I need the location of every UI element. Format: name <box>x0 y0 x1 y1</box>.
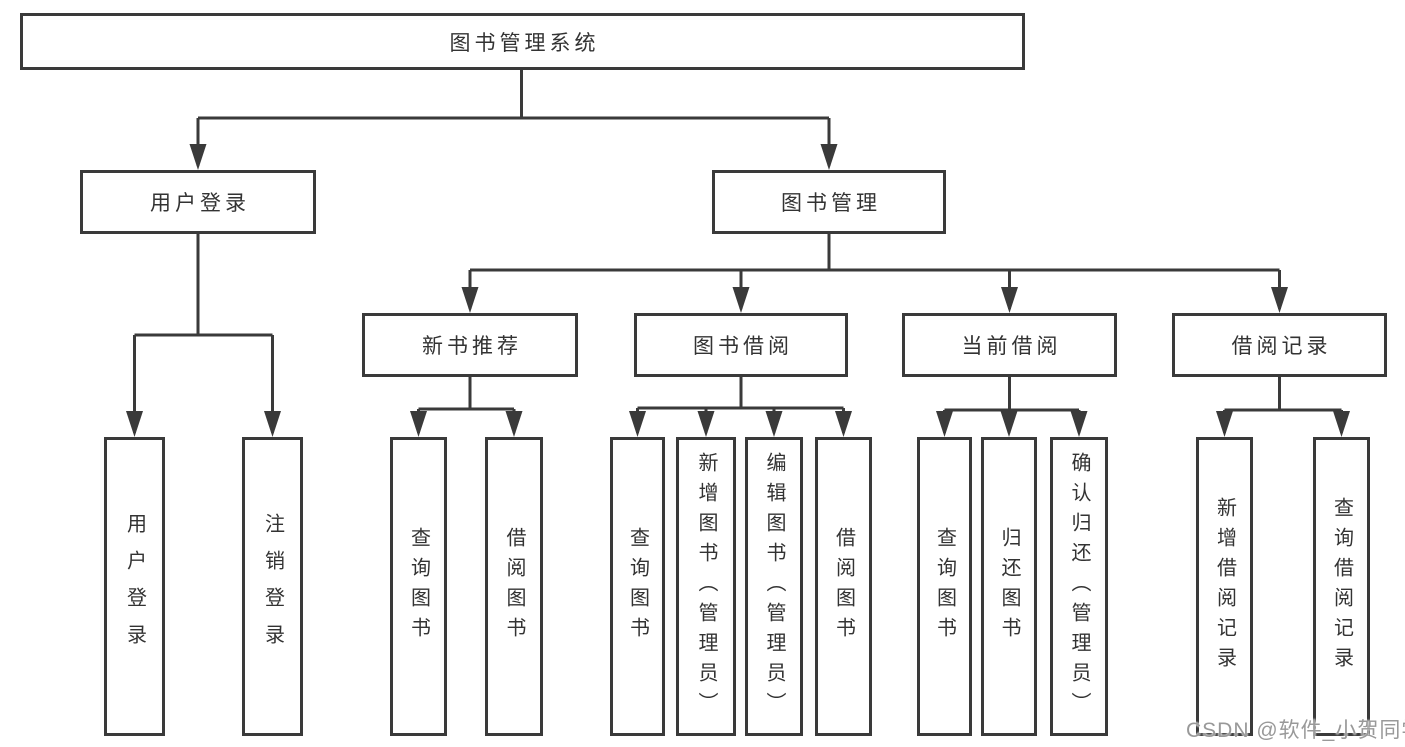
leaf-cb-confirm-return-admin: 确认归还（管理员） <box>1050 437 1108 736</box>
connector-currentborrow-children <box>943 377 1081 433</box>
leaf-cb-query-books: 查询图书 <box>917 437 972 736</box>
leaf-bb-edit-books-admin-label: 编辑图书（管理员） <box>763 451 785 722</box>
node-book-borrow: 图书借阅 <box>634 313 848 377</box>
arrowhead <box>629 411 646 437</box>
leaf-logout: 注销登录 <box>242 437 303 736</box>
connector-bookborrow-children <box>636 377 845 433</box>
arrowhead <box>410 411 427 437</box>
node-new-book-recommend: 新书推荐 <box>362 313 578 377</box>
leaf-logout-label: 注销登录 <box>261 512 284 661</box>
leaf-br-add-record-label: 新增借阅记录 <box>1213 496 1236 677</box>
leaf-rec-borrow-books: 借阅图书 <box>485 437 543 736</box>
leaf-bb-add-books-admin: 新增图书（管理员） <box>676 437 736 736</box>
connector-borrowrecords-children <box>1223 377 1343 433</box>
node-borrow-records-label: 借阅记录 <box>1231 335 1332 358</box>
arrowhead <box>936 411 953 437</box>
node-user-login: 用户登录 <box>80 170 316 234</box>
node-book-management-label: 图书管理 <box>781 192 881 215</box>
leaf-bb-query-books: 查询图书 <box>610 437 665 736</box>
node-book-borrow-label: 图书借阅 <box>693 335 793 358</box>
node-book-management: 图书管理 <box>712 170 946 234</box>
arrowhead <box>461 287 479 313</box>
arrowhead <box>1216 411 1233 437</box>
leaf-cb-confirm-return-admin-label: 确认归还（管理员） <box>1068 451 1090 722</box>
connector-root-to-level2 <box>196 70 831 166</box>
leaf-bb-edit-books-admin: 编辑图书（管理员） <box>745 437 803 736</box>
leaf-rec-query-books: 查询图书 <box>390 437 447 736</box>
node-new-book-recommend-label: 新书推荐 <box>422 335 522 358</box>
arrowhead <box>126 411 143 437</box>
connector-bookmgmt-children <box>468 234 1281 309</box>
node-user-login-label: 用户登录 <box>150 192 250 215</box>
arrowhead <box>1333 411 1350 437</box>
arrowhead <box>820 144 838 170</box>
leaf-cb-return-books-label: 归还图书 <box>998 526 1020 647</box>
arrowhead <box>765 411 783 437</box>
connector-newbook-children <box>417 377 516 433</box>
arrowhead <box>1271 287 1288 313</box>
leaf-br-add-record: 新增借阅记录 <box>1196 437 1253 736</box>
leaf-bb-borrow-books-label: 借阅图书 <box>832 526 855 647</box>
arrowhead <box>732 287 750 313</box>
node-borrow-records: 借阅记录 <box>1172 313 1387 377</box>
leaf-user-login-label: 用户登录 <box>123 512 146 661</box>
leaf-br-query-record-label: 查询借阅记录 <box>1330 496 1353 677</box>
leaf-user-login: 用户登录 <box>104 437 165 736</box>
arrowhead <box>505 411 523 437</box>
node-current-borrow-label: 当前借阅 <box>961 335 1062 358</box>
node-root: 图书管理系统 <box>20 13 1025 70</box>
arrowhead <box>1001 287 1018 313</box>
arrowhead <box>697 411 715 437</box>
arrowhead <box>189 144 207 170</box>
arrowhead <box>835 411 852 437</box>
leaf-br-query-record: 查询借阅记录 <box>1313 437 1370 736</box>
leaf-cb-query-books-label: 查询图书 <box>933 526 956 647</box>
node-root-label: 图书管理系统 <box>449 31 600 55</box>
leaf-rec-borrow-books-label: 借阅图书 <box>503 526 525 647</box>
node-current-borrow: 当前借阅 <box>902 313 1117 377</box>
arrowhead <box>264 411 281 437</box>
watermark-text: CSDN @软件_小贺同学 <box>1186 719 1405 742</box>
arrowhead <box>1070 411 1088 437</box>
leaf-bb-add-books-admin-label: 新增图书（管理员） <box>695 451 717 722</box>
leaf-bb-query-books-label: 查询图书 <box>626 526 649 647</box>
leaf-bb-borrow-books: 借阅图书 <box>815 437 872 736</box>
connector-userlogin-children <box>133 234 274 433</box>
leaf-rec-query-books-label: 查询图书 <box>407 526 430 647</box>
leaf-cb-return-books: 归还图书 <box>981 437 1037 736</box>
arrowhead <box>1000 411 1018 437</box>
